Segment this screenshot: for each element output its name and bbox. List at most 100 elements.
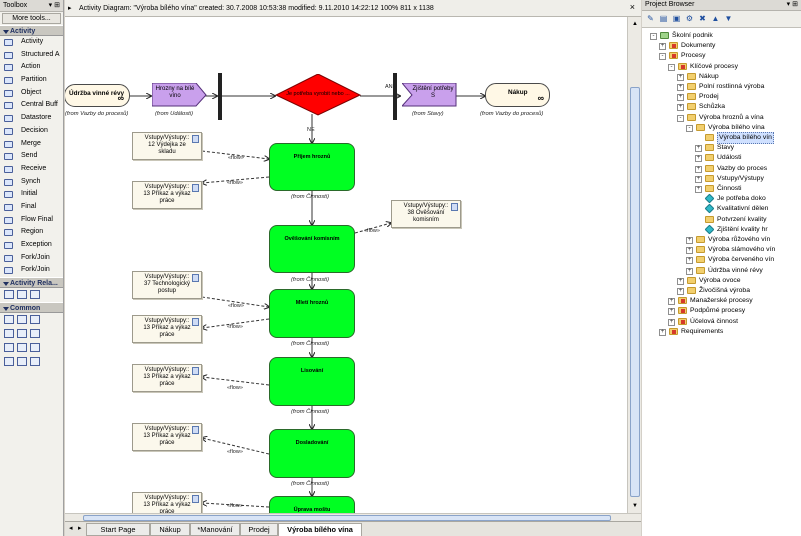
fork-join-bar[interactable] (218, 73, 222, 120)
toolbox-item[interactable]: Object (0, 87, 63, 100)
vertical-scrollbar[interactable]: ▲ ▼ (627, 17, 641, 513)
text-tool-icon[interactable] (4, 329, 14, 339)
activity-prijem-hroznu[interactable]: Příjem hroznů (269, 143, 355, 191)
close-icon[interactable]: × (629, 2, 635, 12)
tab-start-page[interactable]: Start Page (86, 523, 150, 536)
expand-icon[interactable]: + (695, 165, 702, 173)
constraint-tool-icon[interactable] (30, 315, 40, 325)
dependency-tool-icon[interactable] (4, 357, 14, 367)
scroll-down-icon[interactable]: ▼ (632, 503, 638, 509)
trace-tool-icon[interactable] (17, 357, 27, 367)
horizontal-scroll-thumb[interactable] (83, 515, 611, 521)
change-tool-icon[interactable] (30, 343, 40, 353)
fork-join-bar-2[interactable] (393, 73, 397, 120)
toolbox-item[interactable]: Fork/Join (0, 264, 63, 277)
toolbox-item[interactable]: Exception (0, 239, 63, 252)
delete-icon[interactable]: ✖ (699, 14, 706, 23)
toolbox-section-common[interactable]: Common (0, 302, 63, 314)
expand-icon[interactable]: + (695, 145, 702, 153)
issue-tool-icon[interactable] (17, 343, 27, 353)
more-tools-button[interactable]: More tools... (2, 13, 61, 24)
hyperlink-tool-icon[interactable] (30, 329, 40, 339)
tab-vyroba-bileho-vina[interactable]: Výroba bílého vína (278, 523, 362, 536)
expand-icon[interactable]: + (668, 308, 675, 316)
tab-prodej[interactable]: Prodej (240, 523, 278, 536)
toolbox-section-activity[interactable]: Activity (0, 25, 63, 36)
collapse-icon[interactable]: - (677, 114, 684, 122)
toolbox-item[interactable]: Send (0, 150, 63, 163)
dropdown-arrow-icon[interactable]: ▸ (68, 5, 72, 12)
pin-icon[interactable]: ▾ ⊞ (786, 1, 798, 8)
expand-icon[interactable]: + (659, 328, 666, 336)
realize-tool-icon[interactable] (30, 357, 40, 367)
expand-icon[interactable]: + (677, 277, 684, 285)
new-diagram-icon[interactable]: ▤ (659, 14, 668, 23)
event-hrozny-na-bile-vino[interactable]: Hrozny na bílé víno (152, 83, 207, 107)
scroll-up-icon[interactable]: ▲ (632, 21, 638, 27)
activity-overovani-komisnim[interactable]: Ověšování komisním (269, 225, 355, 273)
tab-manovani[interactable]: *Manování (190, 523, 240, 536)
toolbox-item[interactable]: Decision (0, 125, 63, 138)
expand-icon[interactable]: + (686, 267, 693, 275)
activity-dosladovani[interactable]: Dosladování (269, 429, 355, 478)
interrupt-flow-tool-icon[interactable] (30, 290, 40, 300)
collapse-icon[interactable]: - (668, 63, 675, 71)
expand-icon[interactable]: + (668, 318, 675, 326)
toolbox-item[interactable]: Flow Final (0, 214, 63, 227)
boundary-tool-icon[interactable] (17, 329, 27, 339)
toolbox-item[interactable]: Final (0, 201, 63, 214)
artifact-tool-icon[interactable] (4, 343, 14, 353)
expand-icon[interactable]: + (677, 288, 684, 295)
move-up-icon[interactable]: ▲ (711, 14, 720, 23)
toolbox-item[interactable]: Activity (0, 36, 63, 49)
horizontal-scrollbar[interactable] (65, 513, 641, 521)
expand-icon[interactable]: + (677, 84, 684, 91)
toolbox-item[interactable]: Receive (0, 163, 63, 176)
tab-nakup[interactable]: Nákup (150, 523, 190, 536)
toolbox-item[interactable]: Region (0, 226, 63, 239)
control-flow-tool-icon[interactable] (4, 290, 14, 300)
tab-scroll-left-icon[interactable]: ◂ (69, 525, 73, 532)
expand-icon[interactable]: + (668, 298, 675, 306)
expand-icon[interactable]: + (677, 73, 684, 81)
move-down-icon[interactable]: ▼ (724, 14, 733, 23)
toolbox-item[interactable]: Merge (0, 138, 63, 151)
activity-mleti-hroznu[interactable]: Mletí hroznů (269, 289, 355, 338)
terminal-udrzba-vinne-revy[interactable]: Údržba vinné révy ∞ (65, 84, 130, 107)
toolbox-item[interactable]: Initial (0, 188, 63, 201)
note-tool-icon[interactable] (17, 315, 27, 325)
expand-icon[interactable]: + (686, 247, 693, 255)
expand-icon[interactable]: + (695, 155, 702, 163)
toolbox-section-activity-relationships[interactable]: Activity Rela... (0, 277, 63, 289)
new-package-icon[interactable]: ▣ (672, 14, 681, 23)
tab-scroll-right-icon[interactable]: ▸ (78, 525, 82, 532)
toolbox-item[interactable]: Fork/Join (0, 252, 63, 265)
expand-icon[interactable]: + (686, 257, 693, 265)
activity-lisovani[interactable]: Lisování (269, 357, 355, 406)
object-flow-tool-icon[interactable] (17, 290, 27, 300)
toolbox-item[interactable]: Central Buff (0, 99, 63, 112)
package-tool-icon[interactable] (4, 315, 14, 325)
event-zjisteni-potreby[interactable]: Zjištění potřeby S (402, 83, 457, 107)
collapse-icon[interactable]: - (659, 53, 666, 61)
decision-node[interactable]: Je potřeba vyrobit nebo ... (275, 74, 361, 116)
collapse-icon[interactable]: - (686, 124, 693, 132)
properties-icon[interactable]: ⚙ (685, 14, 694, 23)
activity-uprava-mostu[interactable]: Úprava moštu (269, 496, 355, 513)
expand-icon[interactable]: + (695, 186, 702, 193)
expand-icon[interactable]: + (686, 237, 693, 244)
expand-icon[interactable]: + (659, 43, 666, 51)
terminal-nakup[interactable]: Nákup ∞ (485, 83, 550, 107)
new-element-icon[interactable]: ✎ (647, 14, 654, 23)
collapse-icon[interactable]: - (650, 33, 657, 40)
diagram-canvas[interactable]: Údržba vinné révy ∞ (from Vazby do proce… (65, 17, 627, 513)
expand-icon[interactable]: + (677, 94, 684, 102)
